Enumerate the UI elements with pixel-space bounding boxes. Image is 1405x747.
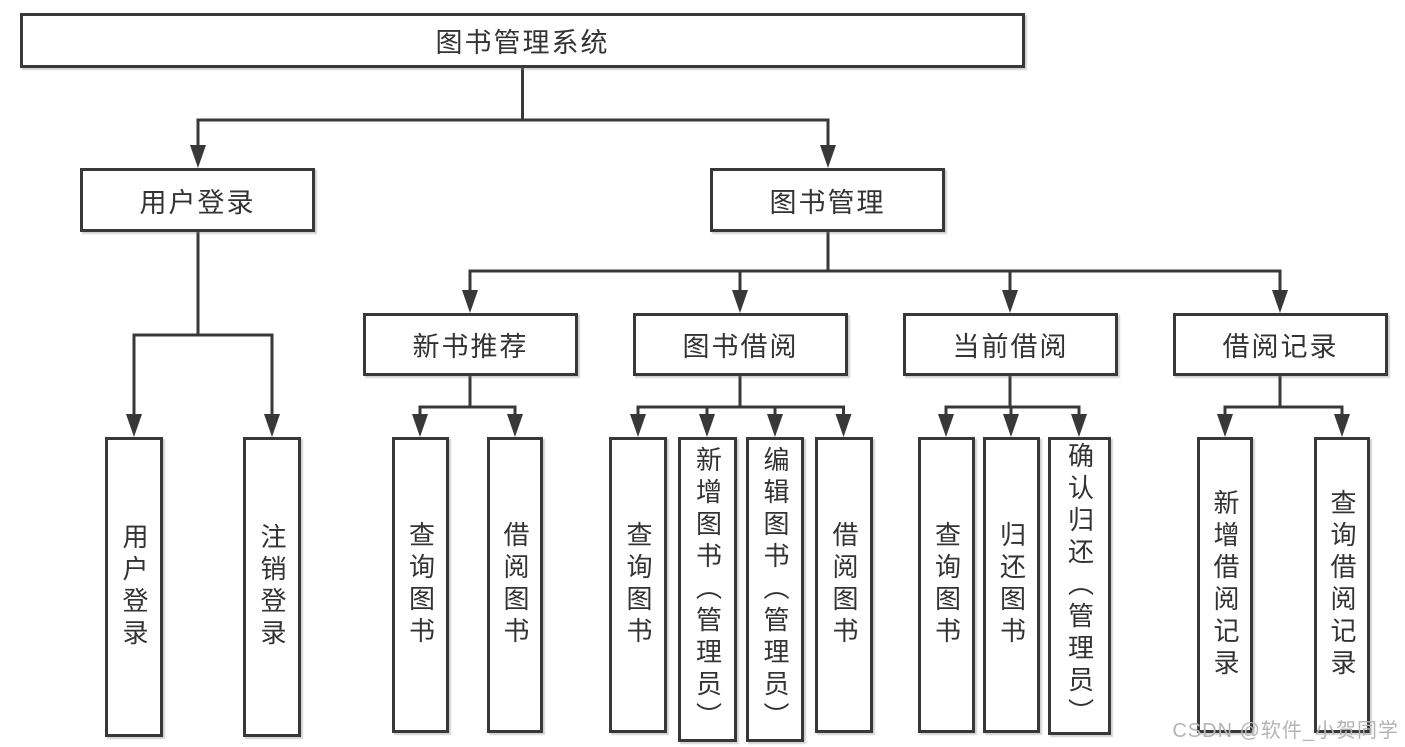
node-label: 注销登录 bbox=[257, 523, 287, 651]
watermark: CSDN @软件_小贺同学 bbox=[1172, 720, 1399, 742]
node-label: 图书借阅 bbox=[682, 332, 799, 362]
leaf-query-books-recommend: 查询图书 bbox=[392, 437, 449, 733]
leaf-borrow-books-recommend: 借阅图书 bbox=[487, 437, 543, 733]
node-label: 查询图书 bbox=[405, 521, 436, 649]
node-label: 当前借阅 bbox=[952, 332, 1069, 362]
leaf-query-books-borrow: 查询图书 bbox=[609, 437, 667, 733]
node-label: 新书推荐 bbox=[412, 332, 529, 362]
node-user-login: 用户登录 bbox=[80, 168, 315, 232]
node-label: 查询借阅记录 bbox=[1327, 489, 1357, 681]
node-label: 查询图书 bbox=[931, 521, 962, 649]
leaf-query-books-current: 查询图书 bbox=[918, 437, 975, 733]
leaf-logout: 注销登录 bbox=[243, 437, 301, 737]
node-label: 借阅图书 bbox=[500, 521, 530, 649]
node-label: 借阅记录 bbox=[1222, 332, 1339, 362]
node-label: 归还图书 bbox=[996, 521, 1027, 649]
node-current-borrowing: 当前借阅 bbox=[903, 313, 1118, 376]
leaf-user-login: 用户登录 bbox=[105, 437, 163, 737]
node-label: 查询图书 bbox=[623, 521, 653, 649]
node-label: 图书管理 bbox=[769, 187, 886, 218]
leaf-add-book-admin: 新增图书（管理员） bbox=[678, 437, 737, 742]
leaf-borrow-books: 借阅图书 bbox=[815, 437, 873, 733]
leaf-confirm-return-admin: 确认归还（管理员） bbox=[1048, 437, 1111, 735]
leaf-edit-book-admin: 编辑图书（管理员） bbox=[746, 437, 804, 742]
node-label: 确认归还（管理员） bbox=[1064, 442, 1095, 730]
node-label: 图书管理系统 bbox=[435, 28, 610, 58]
node-label: 借阅图书 bbox=[829, 521, 859, 649]
node-borrowing-records: 借阅记录 bbox=[1173, 313, 1388, 376]
leaf-return-book: 归还图书 bbox=[983, 437, 1040, 733]
node-label: 编辑图书（管理员） bbox=[760, 445, 790, 734]
node-label: 用户登录 bbox=[139, 187, 256, 218]
node-label: 用户登录 bbox=[119, 523, 149, 651]
node-library-management-system: 图书管理系统 bbox=[20, 13, 1025, 68]
node-book-management: 图书管理 bbox=[710, 168, 945, 232]
node-book-borrowing: 图书借阅 bbox=[633, 313, 848, 376]
node-label: 新增借阅记录 bbox=[1210, 489, 1240, 681]
leaf-add-borrow-record: 新增借阅记录 bbox=[1197, 437, 1253, 733]
leaf-query-borrow-record: 查询借阅记录 bbox=[1314, 437, 1370, 733]
node-label: 新增图书（管理员） bbox=[692, 445, 723, 734]
node-new-book-recommendation: 新书推荐 bbox=[363, 313, 578, 376]
